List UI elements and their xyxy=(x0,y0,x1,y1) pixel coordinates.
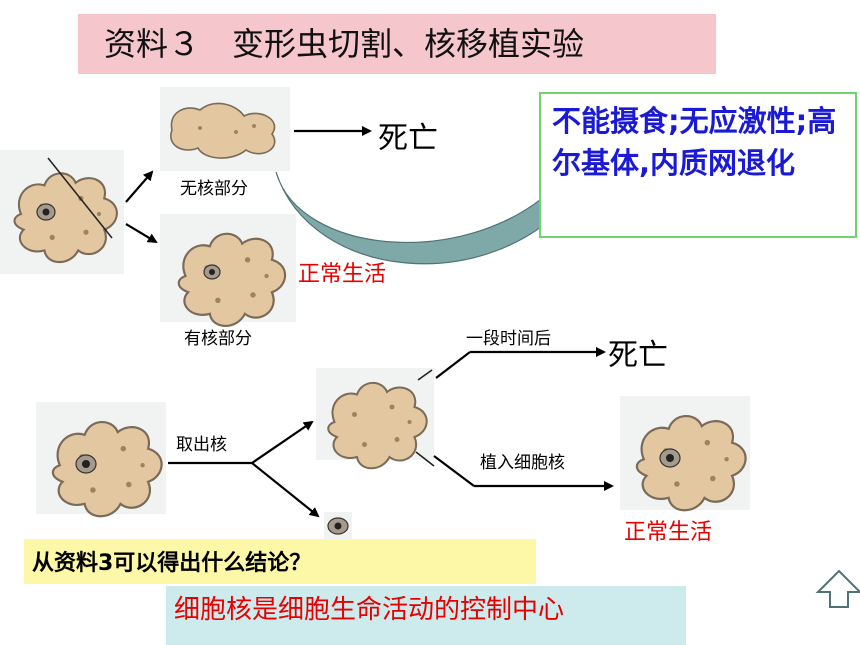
label-implant-nucleus: 植入细胞核 xyxy=(480,453,565,473)
effects-text: 不能摄食;无应激性;高尔基体,内质网退化 xyxy=(552,104,837,180)
amoeba-with-nucleus xyxy=(160,214,296,328)
line-to-time xyxy=(435,351,471,379)
removed-nucleus xyxy=(324,512,352,540)
answer-box: 细胞核是细胞生命活动的控制中心 xyxy=(166,586,686,645)
arrow-to-with-nucleus xyxy=(125,223,158,244)
line-to-implant xyxy=(433,455,475,487)
label-remove-nucleus: 取出核 xyxy=(176,435,227,455)
title-banner xyxy=(78,14,716,74)
label-no-nucleus: 无核部分 xyxy=(180,179,248,199)
question-text: 从资料3可以得出什么结论？ xyxy=(32,551,312,576)
amoeba-bottom-enucleated xyxy=(316,368,435,470)
label-top-death: 死亡 xyxy=(378,121,438,156)
amoeba-no-nucleus xyxy=(160,87,290,171)
label-bottom-normal: 正常生活 xyxy=(624,520,713,545)
label-top-normal: 正常生活 xyxy=(298,262,387,287)
arrow-to-no-nucleus xyxy=(125,170,154,203)
amoeba-bottom-original xyxy=(36,402,166,518)
label-with-nucleus: 有核部分 xyxy=(184,329,252,349)
answer-text: 细胞核是细胞生命活动的控制中心 xyxy=(174,595,565,625)
label-after-time: 一段时间后 xyxy=(466,329,551,349)
question-box xyxy=(24,539,536,584)
slide-title: 资料３ 变形虫切割、核移植实验 xyxy=(104,25,585,63)
up-arrow-icon[interactable] xyxy=(815,569,860,608)
amoeba-bottom-restored xyxy=(620,396,750,512)
arrow-to-enucleated xyxy=(251,420,314,464)
label-bottom-death: 死亡 xyxy=(608,338,668,373)
amoeba-original-cut xyxy=(0,150,124,274)
arrow-to-nucleus xyxy=(251,462,320,518)
effects-box xyxy=(539,92,857,238)
